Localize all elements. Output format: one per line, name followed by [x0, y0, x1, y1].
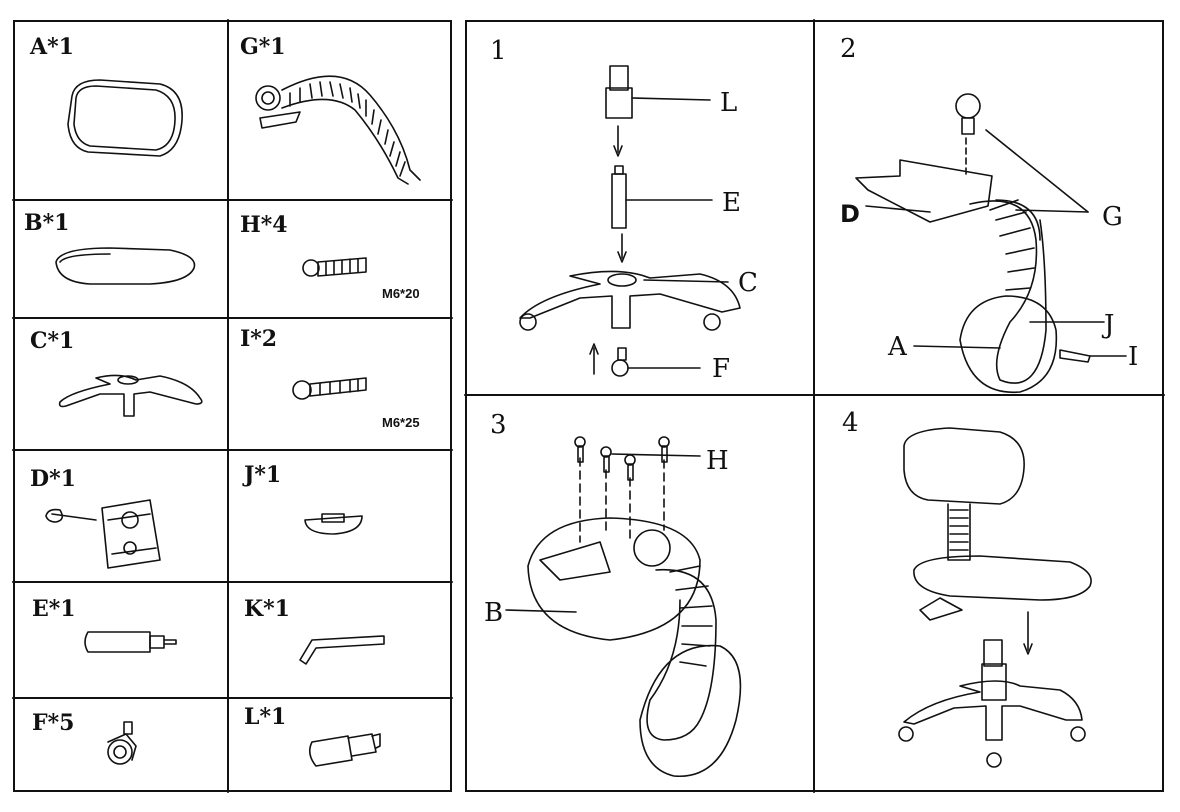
step2-callout-j: J: [1104, 310, 1115, 340]
part-label-l: L*1: [244, 704, 287, 730]
bolt-i-icon: [292, 377, 367, 400]
backrest-icon: [67, 79, 183, 157]
parts-grid: [12, 19, 453, 793]
step1-callout-l: L: [720, 88, 738, 118]
part-label-j: J*1: [244, 462, 282, 488]
step3-callout-h: H: [706, 446, 729, 476]
step-3-number: 3: [490, 410, 507, 440]
step-4-number: 4: [842, 408, 859, 438]
seat-icon: [55, 247, 196, 285]
gas-lift-icon: [84, 631, 177, 653]
step2-callout-i: I: [1128, 342, 1139, 372]
bolt-h-icon: [302, 257, 367, 277]
base-icon: [58, 374, 203, 417]
part-spec-h: M6*20: [382, 286, 420, 301]
step-2-number: 2: [840, 34, 857, 64]
step-1-number: 1: [490, 36, 507, 66]
part-spec-i: M6*25: [382, 415, 420, 430]
caster-icon: [107, 721, 137, 765]
part-label-c: C*1: [30, 328, 75, 354]
lift-cover-icon: [308, 733, 381, 767]
part-label-h: H*4: [240, 212, 288, 238]
part-label-b: B*1: [24, 210, 70, 236]
step4-illustration: [898, 427, 1092, 768]
step3-callout-b: B: [484, 598, 504, 628]
part-label-e: E*1: [32, 596, 76, 622]
step1-illustration: [519, 65, 741, 377]
step1-callout-f: F: [712, 354, 731, 384]
part-label-i: I*2: [240, 326, 278, 352]
steps-grid: [464, 19, 1165, 793]
step3-illustration: [505, 436, 742, 777]
part-label-k: K*1: [244, 596, 290, 622]
step2-illustration: [855, 93, 1127, 393]
mechanism-icon: [45, 499, 161, 569]
part-label-d: D*1: [30, 466, 76, 492]
part-label-g: G*1: [240, 34, 286, 60]
washer-plate-icon: [304, 513, 363, 535]
step2-callout-a: A: [888, 332, 907, 362]
step2-callout-d: D: [840, 200, 860, 228]
step1-callout-c: C: [738, 268, 758, 298]
step2-callout-g: G: [1102, 202, 1123, 232]
allen-key-icon: [299, 635, 385, 665]
step1-callout-e: E: [722, 188, 741, 218]
part-label-f: F*5: [32, 710, 75, 736]
back-support-bar-icon: [255, 75, 421, 185]
part-label-a: A*1: [30, 34, 74, 60]
parts-list-panel: [13, 20, 452, 792]
